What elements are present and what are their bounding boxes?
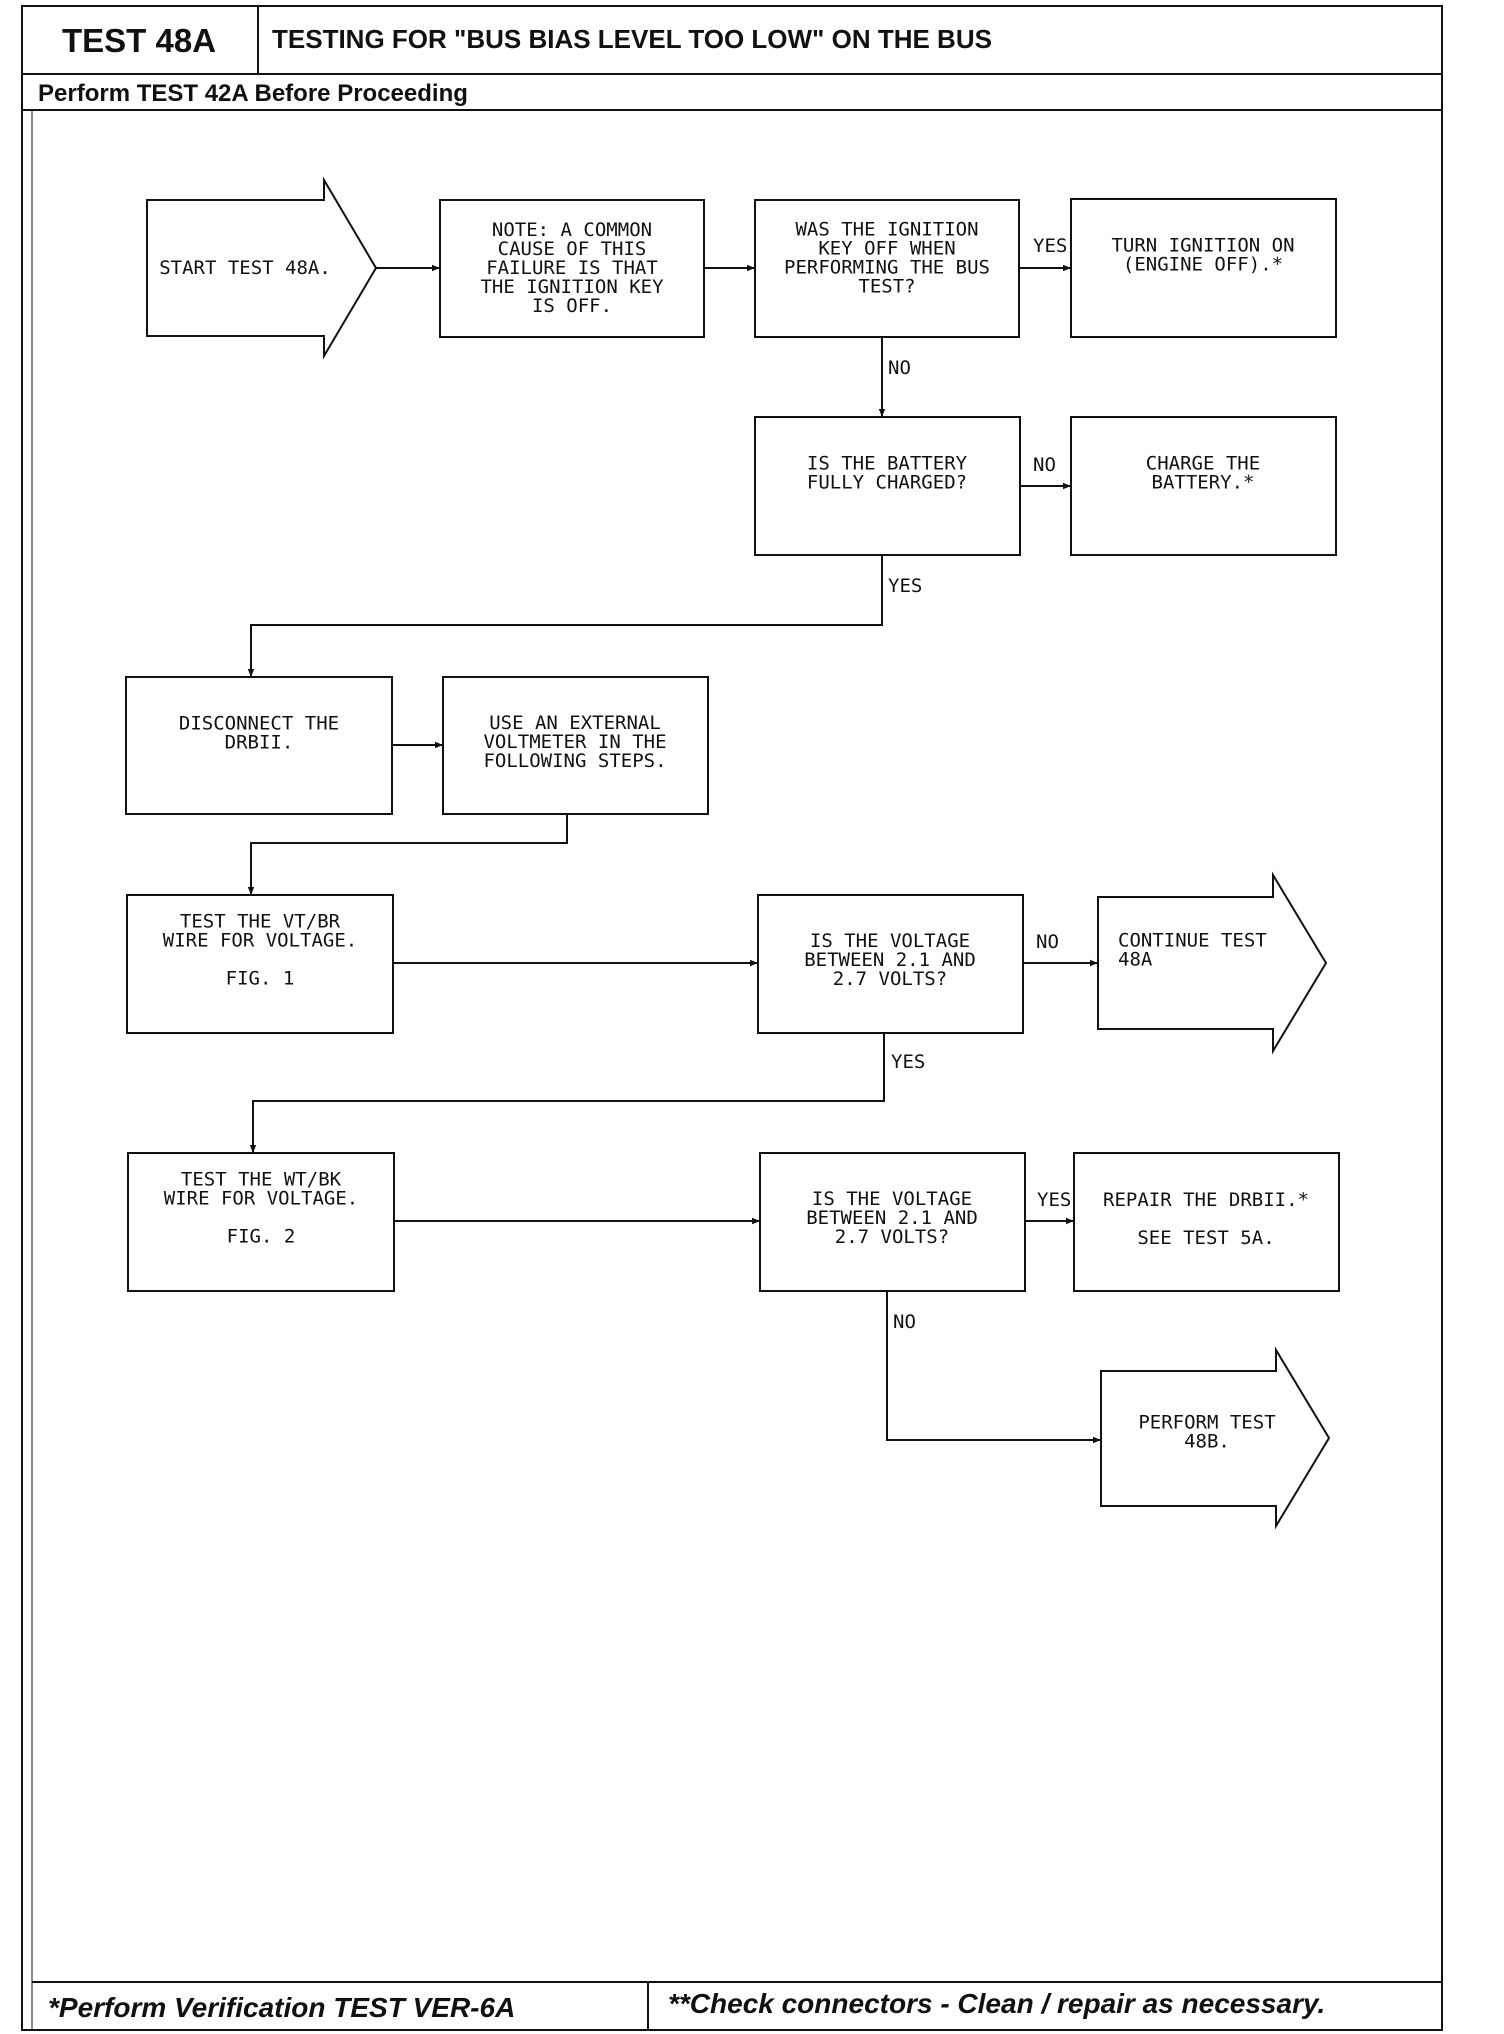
node-text-line: IS THE BATTERY (807, 453, 968, 475)
node-q-battery-shape (754, 416, 1021, 556)
node-text-line: PERFORMING THE BUS (784, 257, 990, 279)
node-text-line: NOTE: A COMMON (492, 219, 652, 241)
node-text-line: TEST THE WT/BK (181, 1169, 342, 1191)
edge-volt2-no (886, 1291, 1101, 1444)
node-text-line: FOLLOWING STEPS. (483, 750, 666, 772)
node-text-line: SEE TEST 5A. (1137, 1227, 1274, 1249)
edge-label-v2-no: NO (893, 1311, 916, 1333)
node-text-line: PERFORM TEST (1138, 1412, 1275, 1434)
node-text-line: DISCONNECT THE (179, 713, 339, 735)
node-text-line: (ENGINE OFF).* (1123, 254, 1283, 276)
node-test-vtbr-shape (126, 894, 394, 1034)
node-text-line: TURN IGNITION ON (1111, 235, 1294, 257)
test-id-label: TEST 48A (62, 22, 217, 59)
node-text-line: IS THE VOLTAGE (812, 1188, 972, 1210)
edge-label-ign-yes: YES (1033, 235, 1067, 257)
node-text-line: CHARGE THE (1146, 453, 1260, 475)
node-perform48b-shape (1100, 1346, 1331, 1530)
node-disconnect-shape (125, 676, 393, 815)
node-text-line: BETWEEN 2.1 AND (806, 1207, 978, 1229)
node-text-line: FAILURE IS THAT (486, 257, 658, 279)
node-text-line: FIG. 2 (227, 1226, 296, 1248)
node-test-wtbk-shape (127, 1152, 395, 1292)
node-text-line: VOLTMETER IN THE (483, 731, 666, 753)
node-text-line: WIRE FOR VOLTAGE. (163, 930, 357, 952)
node-text-line: 2.7 VOLTS? (833, 968, 947, 990)
node-continue-shape (1097, 871, 1328, 1055)
test-title: TESTING FOR "BUS BIAS LEVEL TOO LOW" ON … (272, 24, 992, 54)
node-text-line: FULLY CHARGED? (807, 472, 967, 494)
node-start-text: START TEST 48A. (159, 257, 331, 279)
edge-volt1-yes (249, 1033, 885, 1153)
edge-label-v1-yes: YES (891, 1051, 925, 1073)
node-text-line: DRBII. (225, 732, 294, 754)
edge-label-ign-no: NO (888, 357, 911, 379)
node-ignition-on-text: TURN IGNITION ON(ENGINE OFF).* (1111, 235, 1294, 276)
node-text-line: IS OFF. (532, 295, 612, 317)
node-text-line: WAS THE IGNITION (795, 219, 978, 241)
edge-voltmeter-vtbr (247, 814, 568, 895)
node-text-line: KEY OFF WHEN (818, 238, 955, 260)
node-q-volt1-shape (757, 894, 1024, 1034)
node-repair-text: REPAIR THE DRBII.* SEE TEST 5A. (1103, 1189, 1309, 1249)
node-text-line: 2.7 VOLTS? (835, 1226, 949, 1248)
page-border (21, 5, 1443, 2031)
node-text-line: WIRE FOR VOLTAGE. (164, 1188, 358, 1210)
edge-label-bat-no: NO (1033, 454, 1056, 476)
node-text-line: BETWEEN 2.1 AND (804, 949, 976, 971)
edge-battery-yes (247, 555, 883, 677)
node-text-line: START TEST 48A. (159, 257, 331, 279)
node-text-line: TEST THE VT/BR (180, 911, 341, 933)
node-text-line: USE AN EXTERNAL (489, 712, 661, 734)
node-text-line: 48B. (1184, 1431, 1230, 1453)
edge-label-v2-yes: YES (1037, 1189, 1071, 1211)
node-text-line: FIG. 1 (226, 968, 295, 990)
node-text-line: CAUSE OF THIS (498, 238, 647, 260)
node-text-line: 48A (1118, 949, 1153, 971)
node-text-line: REPAIR THE DRBII.* (1103, 1189, 1309, 1211)
footer-connectors-note: **Check connectors - Clean / repair as n… (668, 1988, 1326, 2019)
node-voltmeter-shape (442, 676, 709, 815)
node-q-volt2-shape (759, 1152, 1026, 1292)
node-text-line: BATTERY.* (1152, 472, 1255, 494)
node-text-line: TEST? (858, 276, 915, 298)
node-repair-shape (1073, 1152, 1340, 1292)
node-text-line: CONTINUE TEST (1118, 930, 1267, 952)
prerequisite-note: Perform TEST 42A Before Proceeding (38, 80, 468, 107)
node-text-line: THE IGNITION KEY (480, 276, 664, 298)
edge-label-v1-no: NO (1036, 931, 1059, 953)
footer-verification-note: *Perform Verification TEST VER-6A (48, 1992, 516, 2023)
node-start-shape (146, 176, 378, 360)
node-text-line: IS THE VOLTAGE (810, 930, 970, 952)
edge-label-bat-yes: YES (888, 575, 922, 597)
